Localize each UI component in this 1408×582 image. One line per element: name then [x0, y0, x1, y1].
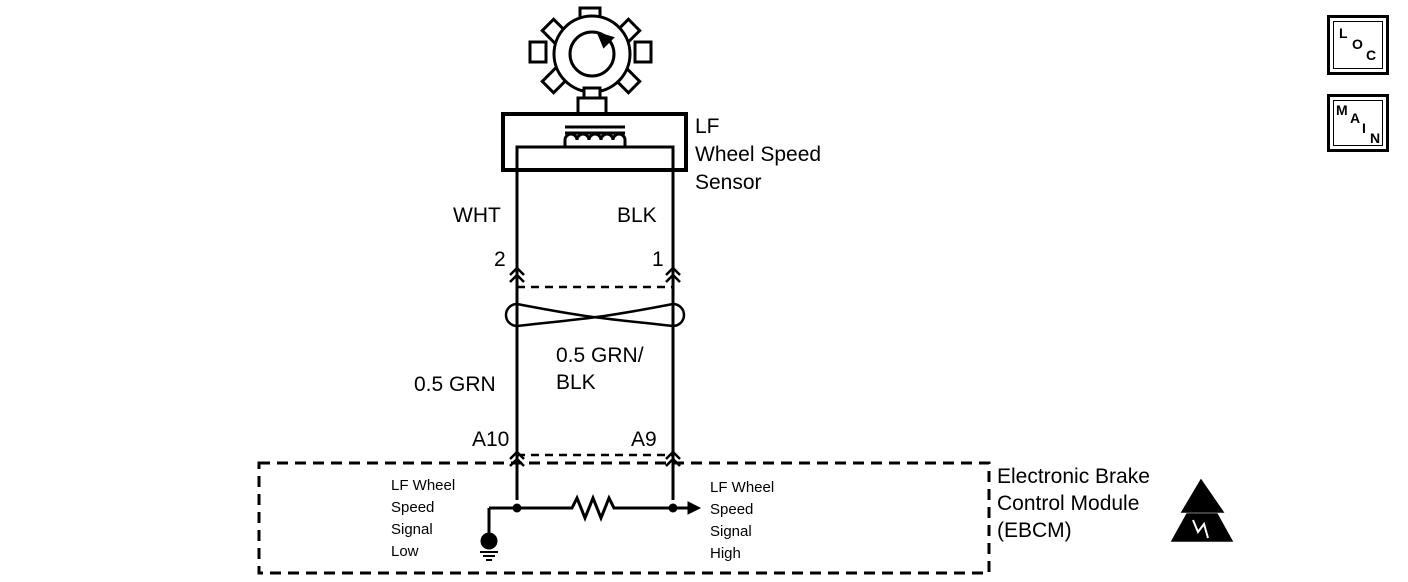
sensor-name-line2: Wheel Speed — [695, 143, 821, 166]
pin-label-a10: A10 — [472, 428, 509, 451]
pin-label-a9: A9 — [631, 428, 657, 451]
pin-label-1: 1 — [652, 248, 664, 271]
sensor-connector — [509, 266, 681, 289]
module-name-line2: Control Module — [997, 492, 1139, 515]
main-letter-n: N — [1370, 130, 1381, 146]
harness-label-left: 0.5 GRN — [414, 373, 496, 396]
main-letter-m: M — [1336, 102, 1348, 118]
signal-high-line2: Speed — [710, 501, 753, 518]
ground-icon — [480, 532, 498, 561]
main-letter-a: A — [1350, 110, 1361, 126]
main-button[interactable]: M A I N — [1327, 94, 1389, 152]
wire-color-left: WHT — [453, 204, 501, 227]
signal-high-line3: Signal — [710, 523, 752, 540]
junction-dot-left — [512, 503, 522, 513]
sensor-name-line1: LF — [695, 115, 720, 138]
loc-letter-l: L — [1339, 25, 1348, 41]
wire-color-right: BLK — [617, 204, 657, 227]
reluctor-wheel-icon — [528, 6, 653, 116]
main-letter-i: I — [1362, 120, 1366, 136]
harness-label-right-line2: BLK — [556, 371, 596, 394]
arrow-right-icon — [687, 501, 702, 515]
sensor-name-line3: Sensor — [695, 171, 762, 194]
module-name-line1: Electronic Brake — [997, 465, 1150, 488]
twisted-pair-icon — [504, 302, 686, 328]
signal-high-line1: LF Wheel — [710, 479, 774, 496]
loc-letter-o: O — [1352, 36, 1363, 52]
pin-label-2: 2 — [494, 248, 506, 271]
esd-warning-icon — [1170, 478, 1234, 542]
signal-low-line1: LF Wheel — [391, 477, 455, 494]
ebcm-module-box — [257, 461, 991, 575]
junction-dot-right — [668, 503, 678, 513]
loc-letter-c: C — [1366, 47, 1377, 63]
signal-high-line4: High — [710, 545, 741, 562]
signal-low-line2: Speed — [391, 499, 434, 516]
loc-button-frame — [1333, 21, 1383, 69]
main-button-frame — [1333, 100, 1383, 146]
harness-label-right-line1: 0.5 GRN/ — [556, 344, 644, 367]
signal-low-line3: Signal — [391, 521, 433, 538]
signal-low-line4: Low — [391, 543, 419, 560]
module-internal-circuit — [487, 493, 690, 535]
wheel-speed-sensor-body — [501, 112, 688, 172]
loc-button[interactable]: L O C — [1327, 15, 1389, 75]
module-name-line3: (EBCM) — [997, 519, 1072, 542]
